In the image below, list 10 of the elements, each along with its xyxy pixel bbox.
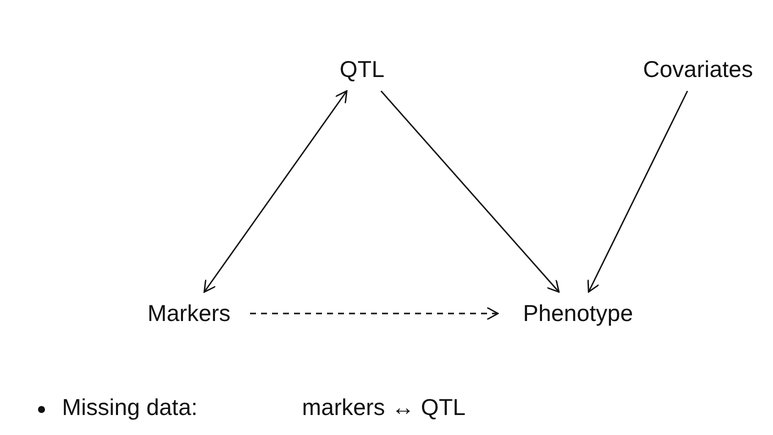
node-label: Covariates xyxy=(628,48,768,91)
note-text: markers ↔ QTL xyxy=(302,394,466,421)
node-label: QTL xyxy=(325,48,399,91)
node-label: Phenotype xyxy=(498,292,658,335)
node-label: Markers xyxy=(128,292,250,335)
arrow xyxy=(380,90,560,293)
dashed-arrow xyxy=(250,306,499,320)
arrow xyxy=(587,90,688,293)
note-text: Missing data: xyxy=(62,394,198,421)
arrow xyxy=(204,90,348,293)
